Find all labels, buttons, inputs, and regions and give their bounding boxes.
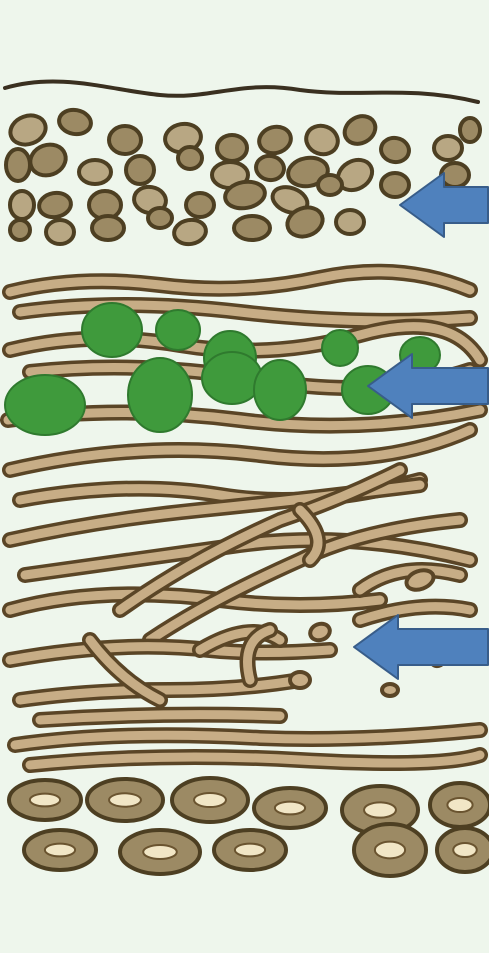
lower-cortex-cell-lumen <box>447 798 472 812</box>
lower-cortex-cell-lumen <box>143 845 177 859</box>
cortex-cell <box>178 147 202 169</box>
algal-cell <box>322 330 358 366</box>
hypha-fragment <box>382 684 398 696</box>
lower-cortex-cell-lumen <box>30 794 60 807</box>
cortex-cell <box>460 118 480 142</box>
cortex-cell <box>318 175 342 195</box>
cortex-cell <box>441 163 469 187</box>
cortex-cell <box>336 210 364 234</box>
lower-cortex-cell-lumen <box>235 844 265 857</box>
algal-cell <box>254 360 306 420</box>
algal-cell <box>82 303 142 357</box>
hypha-strand <box>40 715 280 720</box>
cortex-cell <box>46 220 74 244</box>
algal-cell <box>128 358 192 432</box>
cortex-cell <box>126 156 154 184</box>
lower-cortex-cell-lumen <box>453 843 477 857</box>
lower-cortex-cell-lumen <box>364 802 396 817</box>
lower-cortex-cell-lumen <box>275 802 305 815</box>
algal-cell <box>156 310 200 350</box>
algal-cell <box>202 352 262 404</box>
cortex-cell <box>186 193 214 217</box>
cortex-cell <box>92 216 124 240</box>
cortex-cell <box>434 136 462 160</box>
cortex-cell <box>6 149 30 181</box>
cortex-cell <box>79 160 111 184</box>
hypha-fragment <box>290 672 310 688</box>
cortex-cell <box>381 173 409 197</box>
cortex-cell <box>10 191 34 219</box>
lower-cortex-cell-lumen <box>375 842 405 859</box>
cortex-cell <box>217 135 247 161</box>
lower-cortex-cell-lumen <box>109 793 141 806</box>
cortex-cell <box>109 126 141 154</box>
lower-cortex-cell-lumen <box>194 793 226 807</box>
algal-cell <box>5 375 85 435</box>
cortex-cell <box>234 216 270 240</box>
lower-cortex-cell-lumen <box>45 844 75 857</box>
cortex-cell <box>10 220 30 240</box>
cortex-cell <box>148 208 172 228</box>
